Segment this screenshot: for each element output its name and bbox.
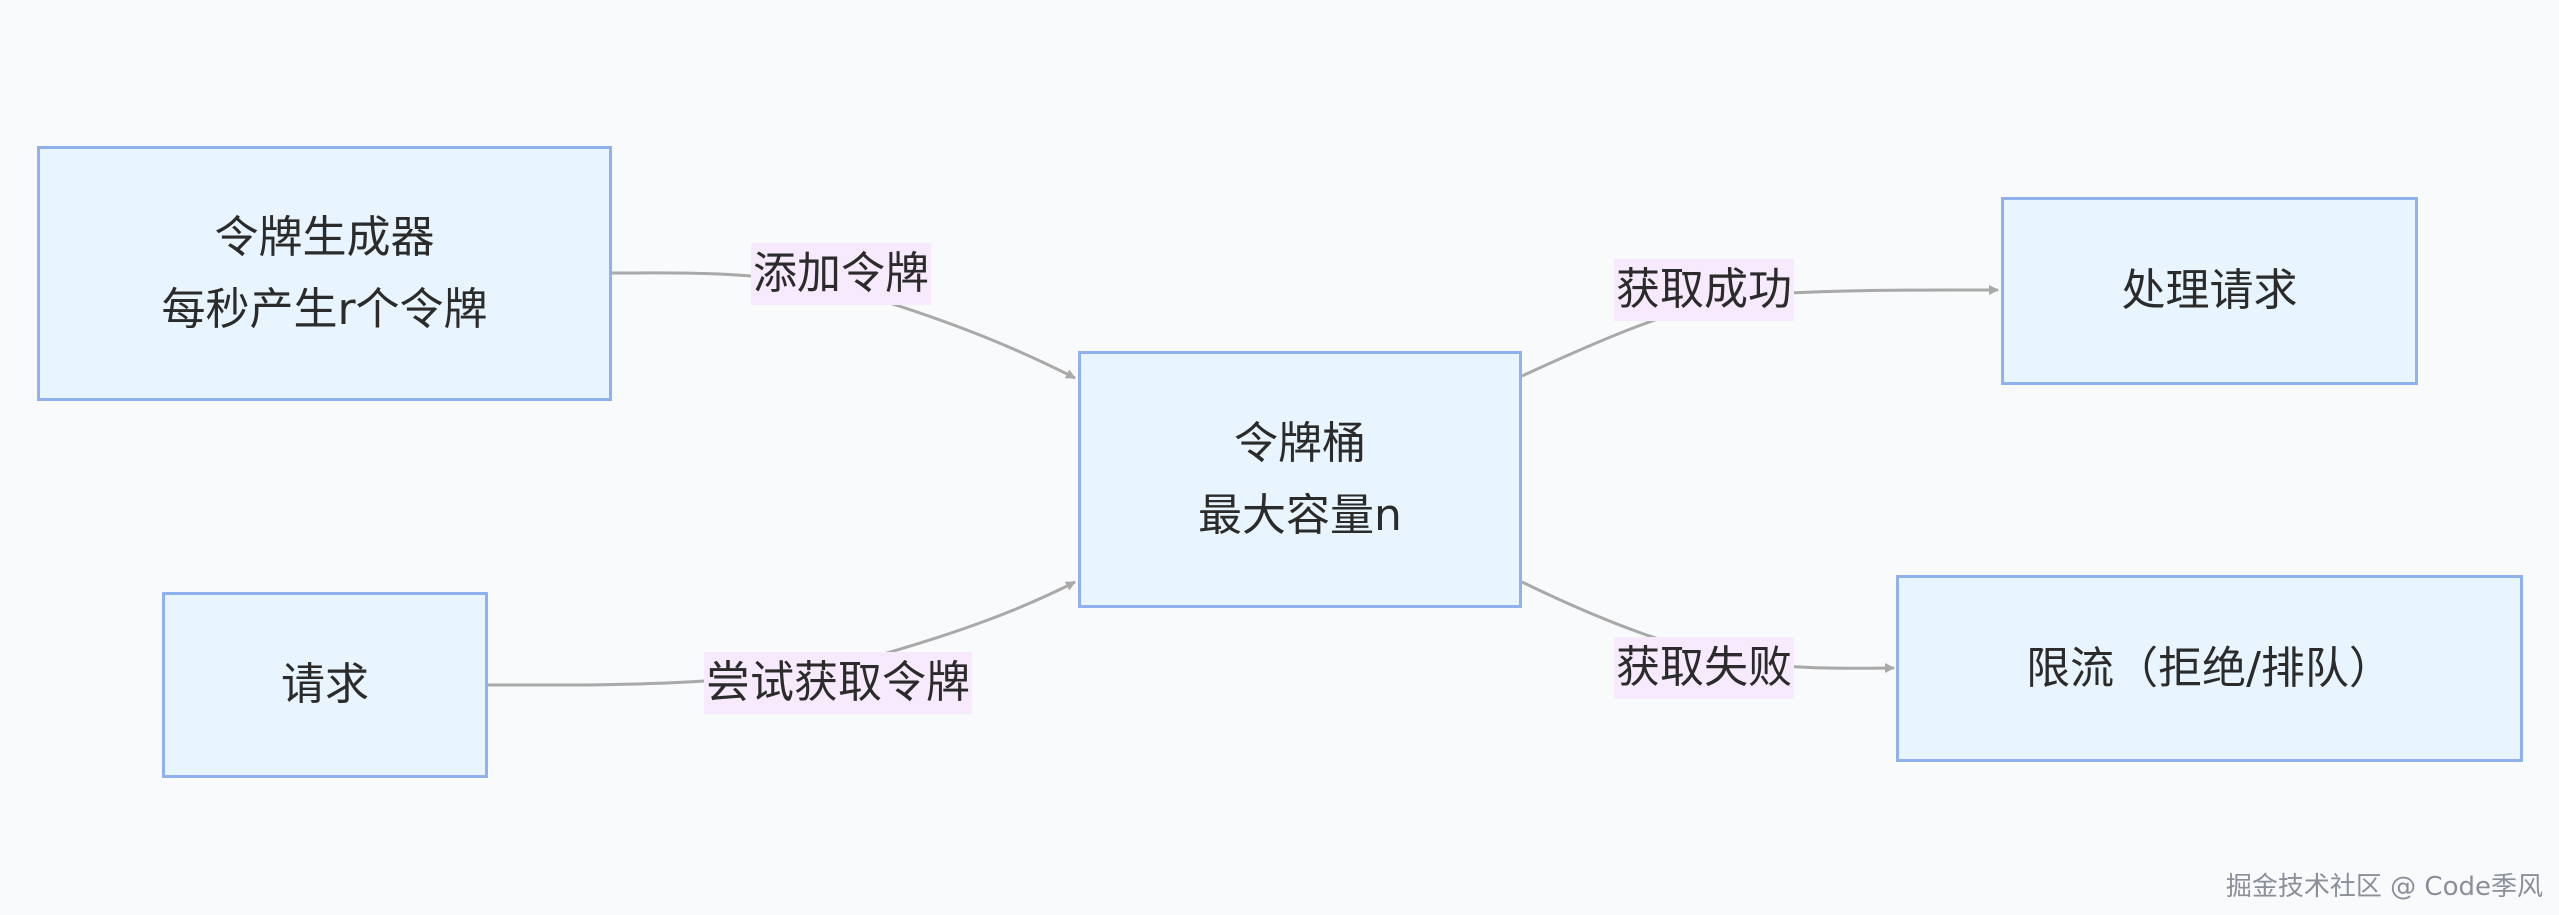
node-request-title: 请求 — [281, 659, 369, 710]
node-token-bucket-subtitle: 最大容量n — [1198, 489, 1402, 541]
node-handle-request: 处理请求 — [2001, 197, 2418, 385]
node-handle-request-title: 处理请求 — [2121, 265, 2298, 316]
node-rate-limit: 限流（拒绝/排队） — [1896, 575, 2523, 762]
node-token-bucket-title: 令牌桶 — [1234, 417, 1366, 469]
node-token-generator-subtitle: 每秒产生r个令牌 — [161, 283, 488, 335]
watermark: 掘金技术社区 @ Code季风 — [2225, 872, 2543, 902]
edge-label-get-fail: 获取失败 — [1614, 637, 1794, 699]
node-token-bucket: 令牌桶 最大容量n — [1078, 351, 1522, 608]
node-token-generator: 令牌生成器 每秒产生r个令牌 — [37, 146, 612, 401]
node-rate-limit-title: 限流（拒绝/排队） — [2026, 642, 2393, 694]
node-token-generator-title: 令牌生成器 — [214, 211, 435, 263]
edge-label-try-get-token: 尝试获取令牌 — [704, 652, 972, 714]
edge-label-add-token: 添加令牌 — [751, 243, 931, 305]
edge-label-get-success: 获取成功 — [1614, 259, 1794, 321]
node-request: 请求 — [162, 592, 488, 778]
